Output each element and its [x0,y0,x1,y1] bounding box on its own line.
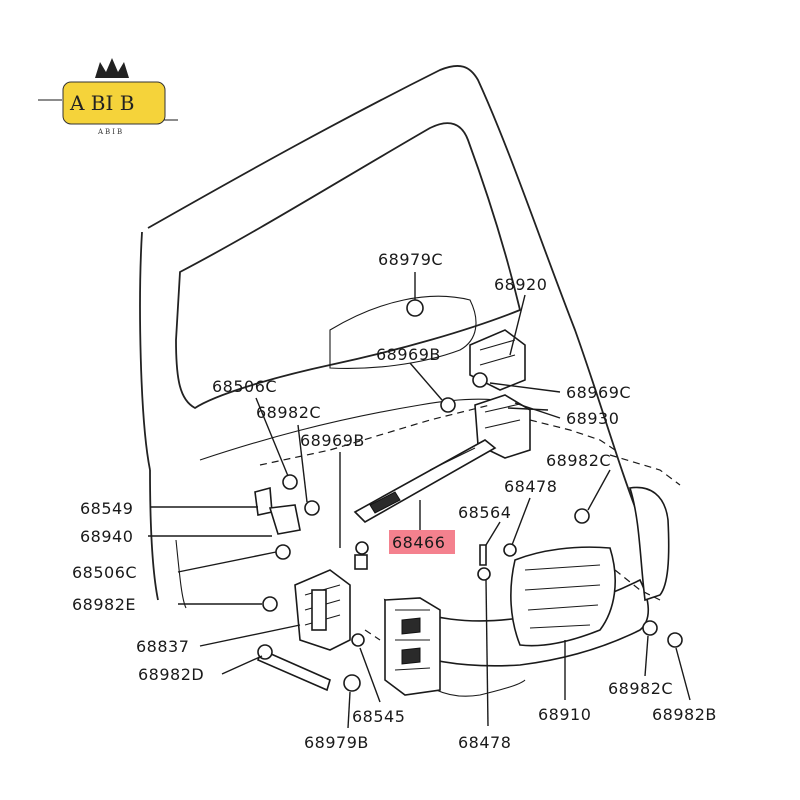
gas-strut [353,439,497,523]
logo-text: A BI B [69,91,134,115]
callout-68930[interactable]: 68930 [566,409,619,428]
callout-68979c-top[interactable]: 68979C [378,250,443,269]
callout-68969b-mid[interactable]: 68969B [300,431,365,450]
fasteners [254,299,683,692]
latch-assembly [294,569,351,651]
callout-68982d[interactable]: 68982D [138,665,204,684]
callout-68969c[interactable]: 68969C [566,383,631,402]
callout-68506c-low[interactable]: 68506C [72,563,137,582]
callout-68969b-top[interactable]: 68969B [376,345,441,364]
callout-68982e[interactable]: 68982E [72,595,136,614]
logo-subtext: ABIB [97,128,124,136]
callout-68982c-left[interactable]: 68982C [256,403,321,422]
brand-logo: A BI B ABIB [38,58,178,136]
callout-68940[interactable]: 68940 [80,527,133,546]
callout-68549[interactable]: 68549 [80,499,133,518]
callout-68982b[interactable]: 68982B [652,705,717,724]
tailgate-door [139,65,641,609]
striker-plate [384,597,441,696]
callout-68837[interactable]: 68837 [136,637,189,656]
callout-68478-top[interactable]: 68478 [504,477,557,496]
callout-labels: 68979C 68920 68969B 68506C 68969C 68982C… [72,250,717,752]
callout-68920[interactable]: 68920 [494,275,547,294]
callout-68506c-top[interactable]: 68506C [212,377,277,396]
callout-68466[interactable]: 68466 [392,533,445,552]
callout-68982c-bottom[interactable]: 68982C [608,679,673,698]
lower-frame [383,486,670,697]
logo-badge [62,81,166,125]
callout-68545[interactable]: 68545 [352,707,405,726]
callout-68982c-right[interactable]: 68982C [546,451,611,470]
callout-68478-bottom[interactable]: 68478 [458,733,511,752]
crown-icon [95,58,129,78]
highlight-box [389,530,455,554]
assembly-lines [259,404,681,641]
callout-68564[interactable]: 68564 [458,503,511,522]
callout-68910[interactable]: 68910 [538,705,591,724]
callout-68979b[interactable]: 68979B [304,733,369,752]
leader-lines [148,272,691,729]
